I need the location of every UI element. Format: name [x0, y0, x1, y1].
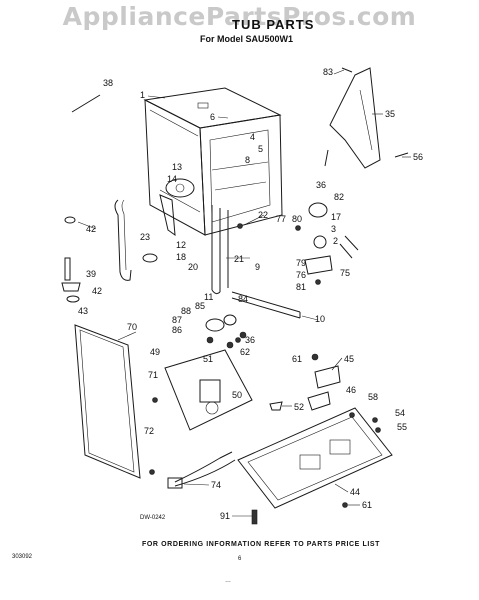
callout-75: 75 — [340, 268, 350, 278]
callout-61-bottom: 61 — [362, 500, 372, 510]
callout-22: 22 — [258, 210, 268, 220]
callout-42-top: 42 — [86, 224, 96, 234]
callout-46: 46 — [346, 385, 356, 395]
callout-18: 18 — [176, 252, 186, 262]
callout-36-top: 36 — [316, 180, 326, 190]
heater-element — [211, 205, 229, 295]
callout-13: 13 — [172, 162, 182, 172]
callout-43: 43 — [78, 306, 88, 316]
callout-2: 2 — [333, 236, 338, 246]
callout-85: 85 — [195, 301, 205, 311]
callout-45: 45 — [344, 354, 354, 364]
doc-code: 303092 — [12, 554, 33, 560]
callout-4: 4 — [250, 132, 255, 142]
callout-12: 12 — [176, 240, 186, 250]
callout-52: 52 — [294, 402, 304, 412]
side-bracket — [329, 67, 381, 169]
motor-parts — [269, 365, 341, 411]
model-subtitle: For Model SAU500W1 — [200, 34, 294, 44]
callout-3: 3 — [331, 224, 336, 234]
base-pan — [237, 407, 393, 509]
callout-61-top: 61 — [292, 354, 302, 364]
callout-20: 20 — [188, 262, 198, 272]
callout-84: 84 — [238, 294, 248, 304]
callout-51: 51 — [203, 354, 213, 364]
callout-76: 76 — [296, 270, 306, 280]
leader-lines — [77, 69, 411, 517]
callout-14: 14 — [167, 174, 177, 184]
float-switch-detail — [164, 349, 253, 431]
callout-42-bottom: 42 — [92, 286, 102, 296]
callout-36-mid: 36 — [245, 335, 255, 345]
callout-6: 6 — [210, 112, 215, 122]
callout-44: 44 — [350, 487, 360, 497]
page-title: TUB PARTS — [232, 17, 315, 32]
callout-55: 55 — [397, 422, 407, 432]
callout-70: 70 — [127, 322, 137, 332]
spray-arm-rod — [231, 291, 301, 319]
watermark-text: AppliancePartsPros.com — [62, 2, 417, 31]
inlet-valve-parts — [295, 202, 359, 285]
callout-23: 23 — [140, 232, 150, 242]
callout-82: 82 — [334, 192, 344, 202]
callout-11: 11 — [204, 292, 213, 302]
callout-72: 72 — [144, 426, 154, 436]
callout-87: 87 — [172, 315, 182, 325]
part-callouts: 38 1 6 4 5 8 13 14 22 42 23 12 18 20 21 … — [78, 67, 423, 521]
callout-38: 38 — [103, 78, 113, 88]
callout-79: 79 — [296, 258, 306, 268]
fill-hose — [114, 199, 132, 281]
callout-8: 8 — [245, 155, 250, 165]
callout-74: 74 — [211, 480, 221, 490]
callout-83: 83 — [323, 67, 333, 77]
bottom-mark: … — [225, 578, 231, 584]
callout-54: 54 — [395, 408, 405, 418]
left-small-parts — [61, 94, 158, 303]
callout-71: 71 — [148, 370, 158, 380]
callout-81: 81 — [296, 282, 306, 292]
page-number: 6 — [238, 556, 242, 562]
callout-1: 1 — [140, 90, 145, 100]
callout-58: 58 — [368, 392, 378, 402]
hinge-hardware — [205, 314, 247, 349]
callout-80: 80 — [292, 214, 302, 224]
callout-56: 56 — [413, 152, 423, 162]
callout-62: 62 — [240, 347, 250, 357]
callout-5: 5 — [258, 144, 263, 154]
ordering-note: FOR ORDERING INFORMATION REFER TO PARTS … — [142, 541, 381, 548]
callout-9: 9 — [255, 262, 260, 272]
callout-39: 39 — [86, 269, 96, 279]
callout-50: 50 — [232, 390, 242, 400]
callout-91: 91 — [220, 511, 230, 521]
door-panel — [74, 324, 141, 479]
callout-10: 10 — [315, 314, 325, 324]
callout-86: 86 — [172, 325, 182, 335]
callout-21: 21 — [234, 254, 244, 264]
callout-77: 77 — [276, 214, 286, 224]
tub-assembly — [143, 87, 283, 236]
screws — [149, 223, 381, 525]
callout-88: 88 — [181, 306, 191, 316]
wash-pump-assembly — [159, 178, 195, 237]
callout-49: 49 — [150, 347, 160, 357]
callout-17: 17 — [331, 212, 341, 222]
drawing-code: DW-0242 — [140, 515, 166, 521]
callout-35: 35 — [385, 109, 395, 119]
wire-harness — [174, 451, 236, 487]
